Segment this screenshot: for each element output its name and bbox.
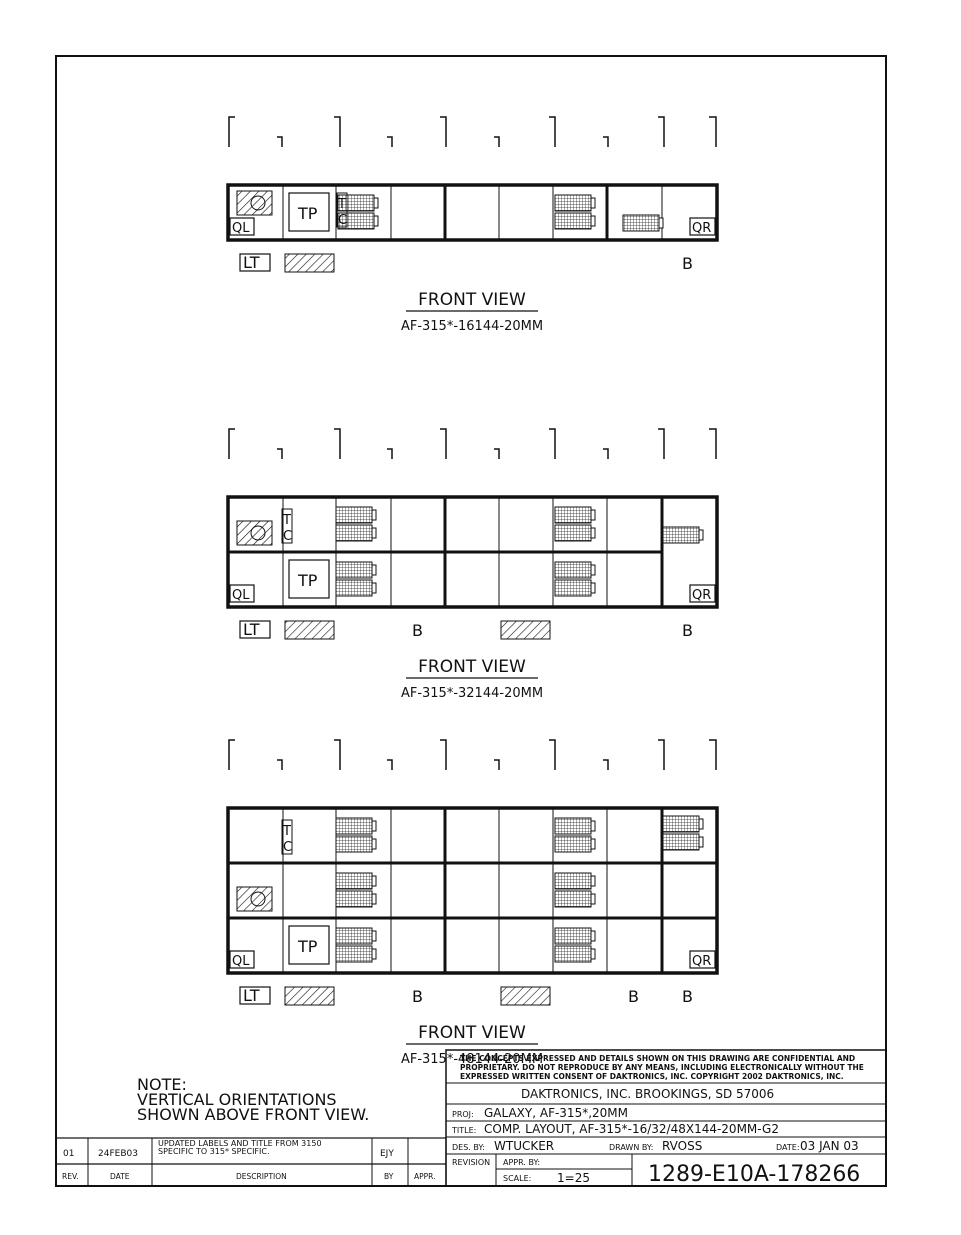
- rev-header-date: DATE: [110, 1172, 130, 1181]
- rev-header-by: BY: [384, 1172, 394, 1181]
- view-model: AF-315*-48144-20MM: [401, 1052, 543, 1067]
- lt-label: LT: [243, 253, 260, 272]
- confidential-line-1: THE CONCEPTS EXPRESSED AND DETAILS SHOWN…: [460, 1054, 855, 1063]
- sheet-border: [55, 55, 887, 1187]
- title-block: THE CONCEPTS EXPRESSED AND DETAILS SHOWN…: [451, 1054, 864, 1187]
- hatched-marker: [236, 190, 273, 216]
- tp-box: [288, 559, 330, 599]
- rev-number: 01: [63, 1149, 74, 1159]
- hatched-strip: [500, 986, 551, 1006]
- cabinet-frame: [226, 183, 719, 242]
- revision-label: REVISION: [452, 1158, 490, 1167]
- rev-header-rev: REV.: [62, 1172, 79, 1181]
- scale-label: SCALE:: [503, 1174, 531, 1183]
- appr-by-label: APPR. BY:: [503, 1158, 540, 1167]
- proj-label: PROJ:: [452, 1110, 474, 1119]
- lt-label: LT: [243, 986, 260, 1005]
- note-block: NOTE: VERTICAL ORIENTATIONS SHOWN ABOVE …: [137, 1075, 369, 1124]
- qr-label: QR: [692, 954, 711, 969]
- tc-label-c: C: [338, 213, 347, 228]
- tp-label: TP: [297, 204, 318, 223]
- des-by-label: DES. BY:: [452, 1143, 485, 1152]
- tc-label-c: C: [283, 529, 292, 544]
- confidential-line-2: PROPRIETARY. DO NOT REPRODUCE BY ANY MEA…: [460, 1063, 864, 1072]
- tc-label-c: C: [283, 840, 292, 855]
- hatched-strip: [500, 620, 551, 640]
- rev-header-appr: APPR.: [414, 1172, 436, 1181]
- revision-entries: 01 24FEB03 UPDATED LABELS AND TITLE FROM…: [62, 1139, 436, 1181]
- front-view-3: TC TP QL QR LT B B B FRONT VIEW AF-315*-48144-20M…: [226, 739, 719, 1067]
- hatched-marker: [236, 520, 273, 546]
- confidential-line-3: EXPRESSED WRITTEN CONSENT OF DAKTRONICS,…: [460, 1072, 844, 1081]
- rev-header-description: DESCRIPTION: [236, 1172, 287, 1181]
- b-mark: B: [412, 987, 423, 1006]
- note-heading: NOTE:: [137, 1075, 187, 1094]
- view-model: AF-315*-16144-20MM: [401, 319, 543, 334]
- tp-box: [288, 192, 330, 232]
- hatched-strip: [284, 620, 335, 640]
- proj-value: GALAXY, AF-315*,20MM: [484, 1106, 628, 1120]
- company-line: DAKTRONICS, INC. BROOKINGS, SD 57006: [521, 1087, 774, 1101]
- tc-label-t: T: [282, 513, 291, 528]
- view-title: FRONT VIEW: [418, 657, 526, 677]
- drawn-by-label: DRAWN BY:: [609, 1143, 653, 1152]
- date-label: DATE:: [776, 1143, 800, 1152]
- scale-value: 1=25: [557, 1171, 590, 1185]
- ql-label: QL: [232, 588, 250, 603]
- title-value: COMP. LAYOUT, AF-315*-16/32/48X144-20MM-…: [484, 1122, 779, 1136]
- tp-box: [288, 925, 330, 965]
- des-by-value: WTUCKER: [494, 1139, 554, 1153]
- drawing-number: 1289-E10A-178266: [648, 1162, 860, 1187]
- tc-label-t: T: [282, 824, 291, 839]
- b-mark: B: [628, 987, 639, 1006]
- hatched-strip: [284, 986, 335, 1006]
- rev-description-1: UPDATED LABELS AND TITLE FROM 3150: [158, 1139, 322, 1148]
- lt-label: LT: [243, 620, 260, 639]
- ql-label: QL: [232, 221, 250, 236]
- qr-label: QR: [692, 221, 711, 236]
- tp-label: TP: [297, 937, 318, 956]
- b-mark: B: [412, 621, 423, 640]
- tp-label: TP: [297, 571, 318, 590]
- view-title: FRONT VIEW: [418, 290, 526, 310]
- tc-label-t: T: [337, 197, 346, 212]
- b-mark: B: [682, 621, 693, 640]
- drawn-by-value: RVOSS: [662, 1139, 702, 1153]
- front-view-1: TC TP QL QR LT B FRONT VIEW AF-315*-16144-20MM: [226, 116, 719, 334]
- cabinet-frame: [226, 806, 719, 975]
- qr-label: QR: [692, 588, 711, 603]
- hatched-marker: [236, 886, 273, 912]
- rev-date: 24FEB03: [98, 1149, 138, 1159]
- b-mark: B: [682, 254, 693, 273]
- view-model: AF-315*-32144-20MM: [401, 686, 543, 701]
- hatched-strip: [284, 253, 335, 273]
- ql-label: QL: [232, 954, 250, 969]
- b-mark: B: [682, 987, 693, 1006]
- note-line-1: VERTICAL ORIENTATIONS: [137, 1090, 337, 1109]
- rev-description-2: SPECIFIC TO 315* SPECIFIC.: [158, 1147, 270, 1156]
- title-block-frame: [445, 1049, 887, 1187]
- note-line-2: SHOWN ABOVE FRONT VIEW.: [137, 1105, 369, 1124]
- view-title: FRONT VIEW: [418, 1023, 526, 1043]
- rev-by: EJY: [380, 1149, 394, 1159]
- date-value: 03 JAN 03: [800, 1139, 859, 1153]
- front-view-2: TC TP QL QR LT B B FRONT VIEW AF-315*-32144-20MM: [226, 428, 719, 701]
- title-label: TITLE:: [451, 1126, 476, 1135]
